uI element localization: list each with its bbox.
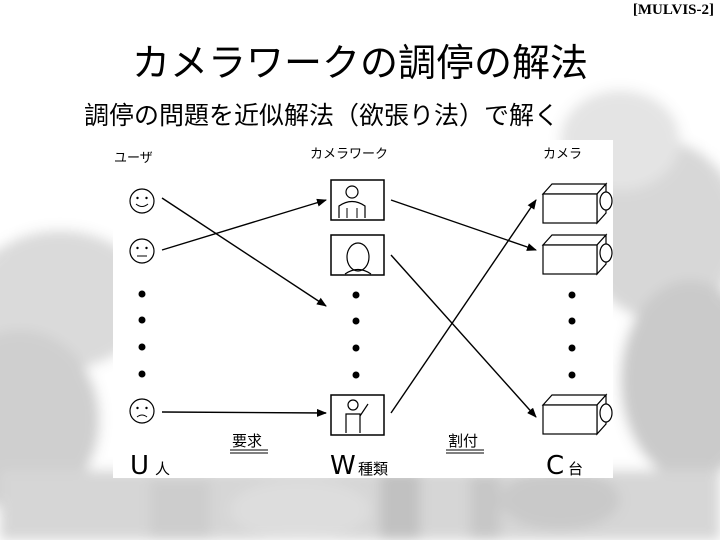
ellipsis-dot — [138, 290, 146, 298]
assign-arrow — [390, 254, 537, 418]
ellipsis-dot — [568, 291, 576, 299]
camera-icon — [541, 182, 613, 225]
camerawork-count-suffix: 種類 — [358, 460, 388, 478]
camerawork-box-w — [330, 394, 385, 436]
ellipsis-dot — [352, 317, 360, 325]
ellipsis-dot — [138, 316, 146, 324]
ellipsis-dot — [352, 344, 360, 352]
camera-label: カメラ — [543, 147, 582, 162]
assign-arrow — [390, 199, 537, 251]
users-label: ユーザ — [114, 151, 153, 166]
camera-count-suffix: 台 — [568, 460, 583, 478]
assign-label: 割付 — [448, 432, 478, 450]
request-arrow — [161, 197, 327, 307]
slide-title: カメラワークの調停の解法 — [131, 41, 588, 85]
user-face-1 — [129, 188, 155, 214]
request-label: 要求 — [232, 432, 262, 450]
request-arrow — [161, 198, 327, 251]
request-arrow — [161, 408, 327, 417]
camera-icon — [541, 233, 613, 276]
ellipsis-dot — [138, 370, 146, 378]
ellipsis-dot — [568, 344, 576, 352]
camerawork-box-1 — [330, 179, 385, 221]
camerawork-label: カメラワーク — [310, 147, 388, 162]
slide-tag: [MULVIS-2] — [632, 2, 714, 18]
camerawork-count-letter: W — [330, 451, 356, 481]
users-count-letter: U — [130, 451, 149, 481]
ellipsis-dot — [568, 371, 576, 379]
ellipsis-dot — [568, 317, 576, 325]
user-face-2 — [129, 238, 155, 264]
camerawork-box-2 — [330, 234, 385, 276]
users-count-suffix: 人 — [155, 460, 170, 478]
ellipsis-dot — [352, 371, 360, 379]
camera-count-letter: C — [546, 451, 564, 481]
ellipsis-dot — [352, 291, 360, 299]
slide-subtitle: 調停の問題を近似解法（欲張り法）で解く — [84, 101, 560, 130]
user-face-u — [129, 398, 155, 424]
ellipsis-dot — [138, 343, 146, 351]
camera-icon — [541, 393, 613, 436]
assign-arrow — [390, 199, 537, 414]
